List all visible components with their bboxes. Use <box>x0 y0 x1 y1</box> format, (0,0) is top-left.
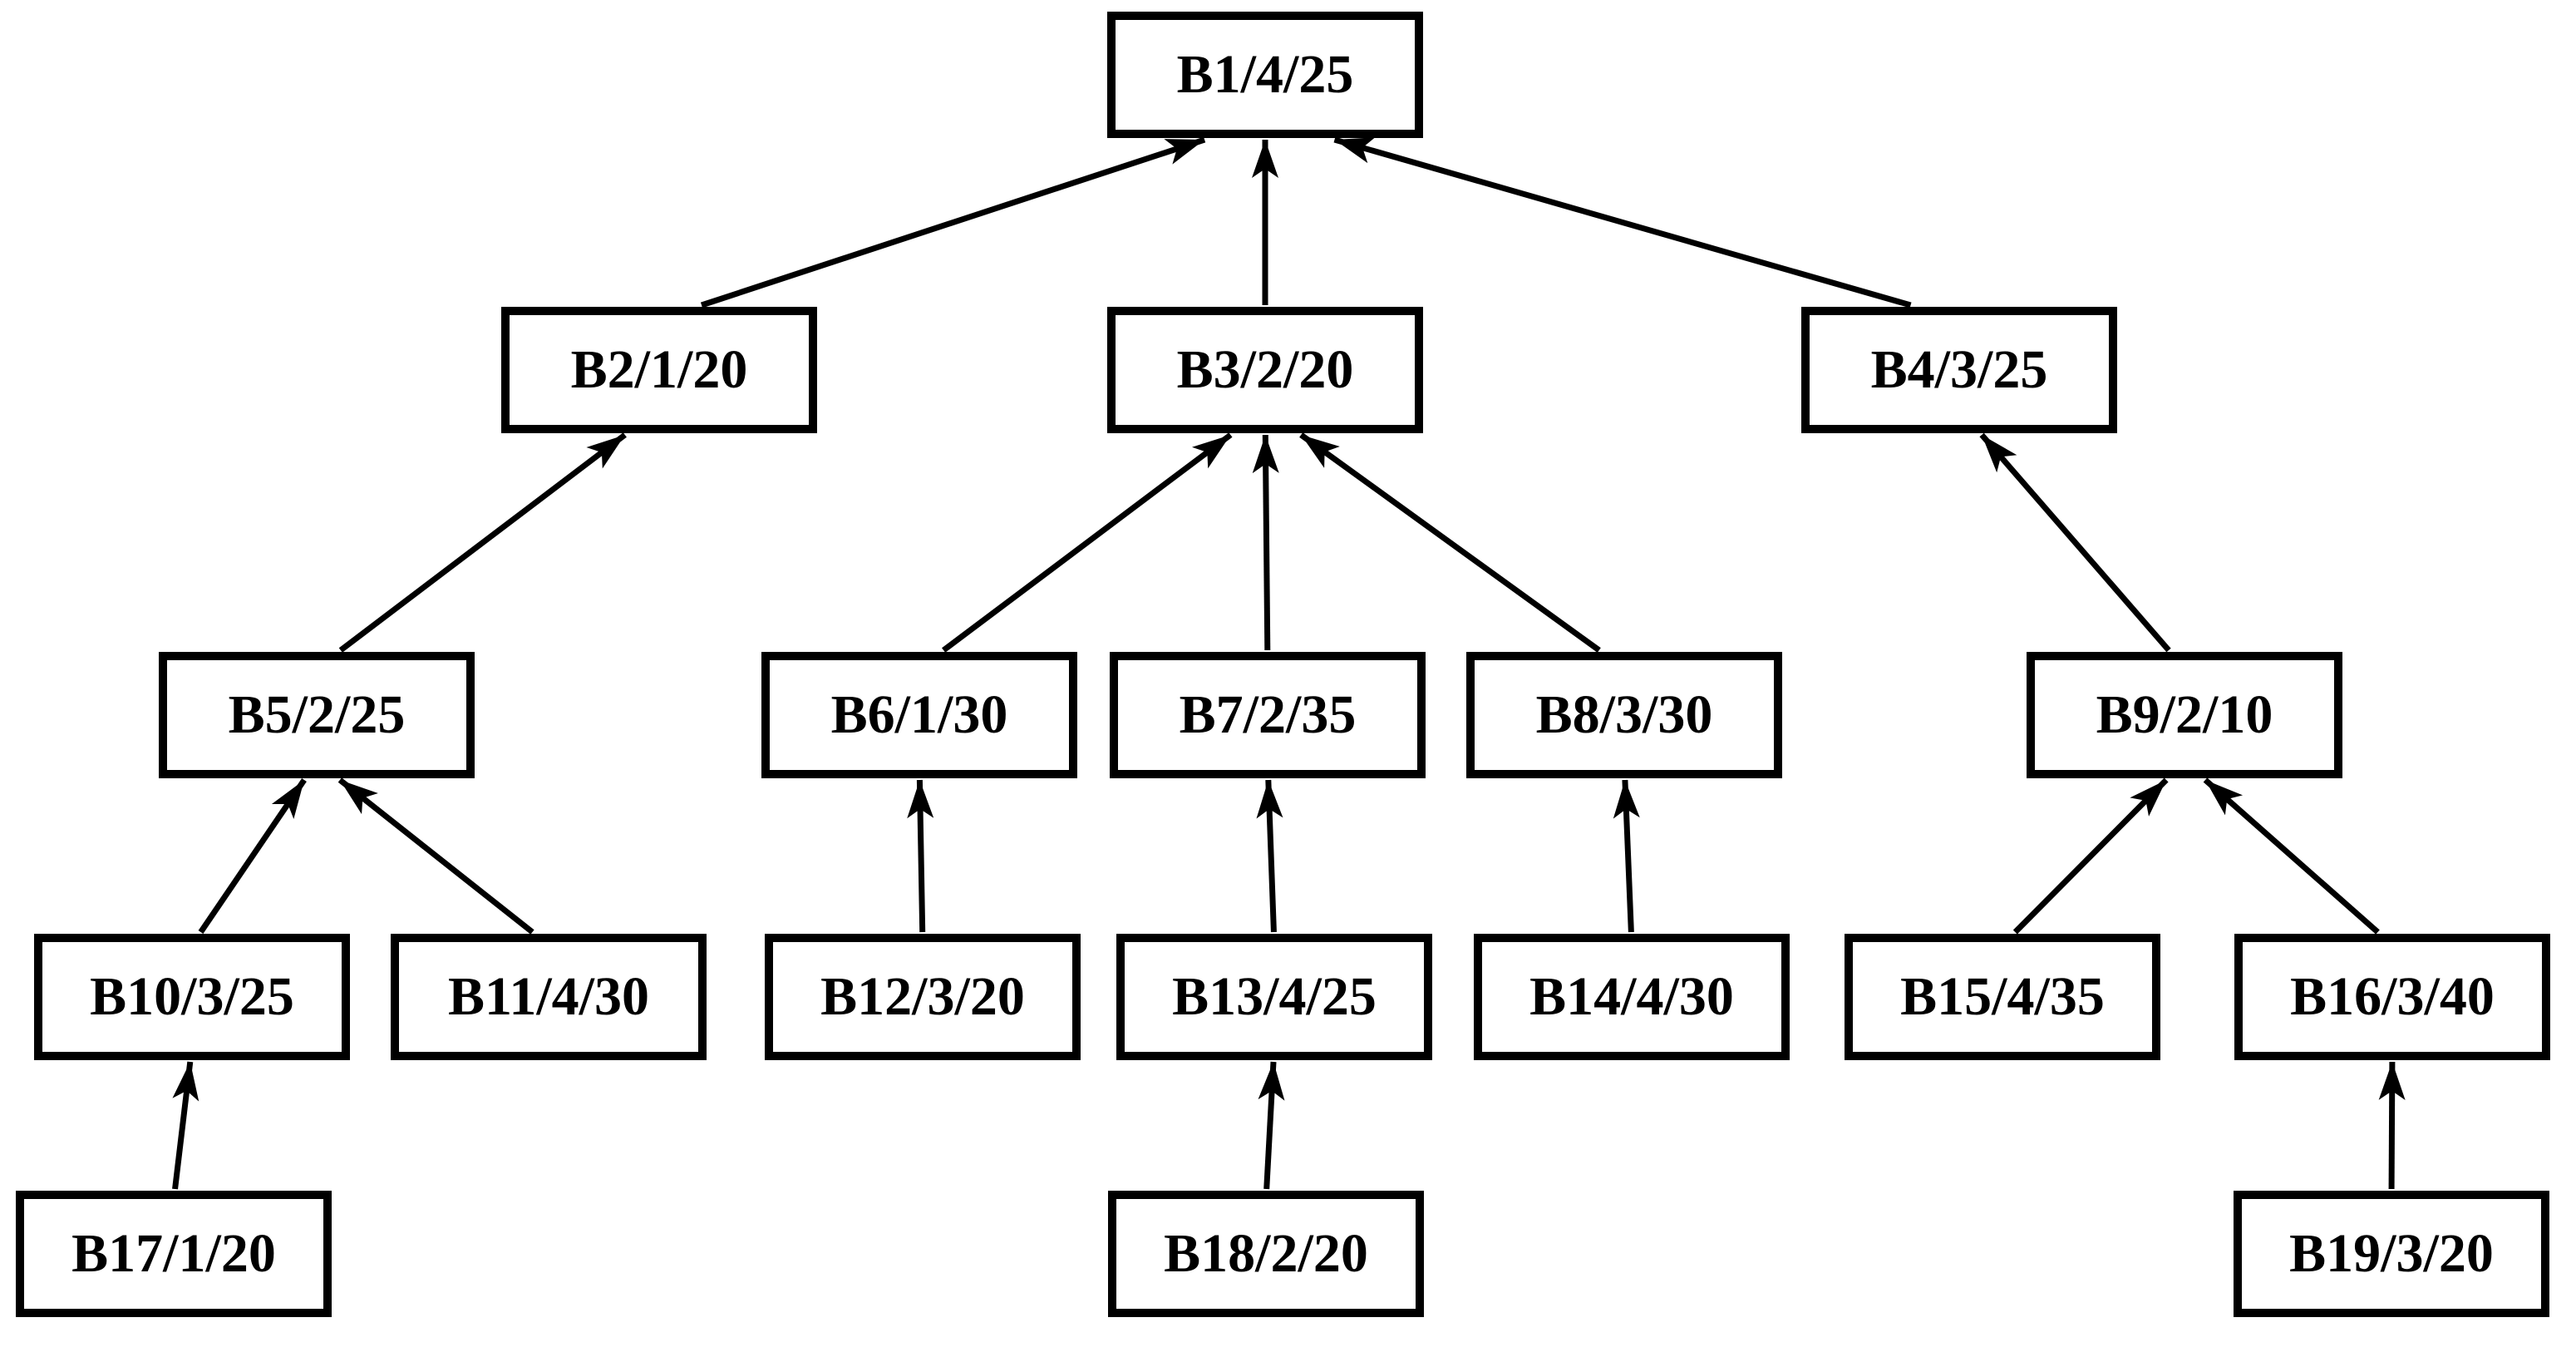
arrow-B19-to-B16 <box>2378 1061 2406 1190</box>
arrow-B7-to-B3 <box>1252 434 1279 651</box>
node-label-B4: B4/3/25 <box>1870 339 2048 400</box>
node-B16: B16/3/40 <box>2234 934 2550 1060</box>
arrow-B2-to-B1 <box>700 136 1206 308</box>
node-B12: B12/3/20 <box>765 934 1081 1060</box>
node-B8: B8/3/30 <box>1466 652 1782 778</box>
node-B7: B7/2/35 <box>1110 652 1426 778</box>
node-label-B3: B3/2/20 <box>1176 339 1354 400</box>
node-B1: B1/4/25 <box>1107 12 1423 138</box>
arrow-B18-to-B13 <box>1258 1061 1285 1190</box>
node-label-B11: B11/4/30 <box>447 966 650 1027</box>
node-B10: B10/3/25 <box>34 934 350 1060</box>
node-B18: B18/2/20 <box>1108 1191 1424 1317</box>
node-B13: B13/4/25 <box>1116 934 1432 1060</box>
node-B6: B6/1/30 <box>761 652 1077 778</box>
node-B14: B14/4/30 <box>1474 934 1790 1060</box>
node-label-B8: B8/3/30 <box>1535 684 1713 745</box>
node-label-B15: B15/4/35 <box>1900 966 2105 1027</box>
node-B4: B4/3/25 <box>1801 307 2117 433</box>
node-B11: B11/4/30 <box>391 934 707 1060</box>
node-label-B16: B16/3/40 <box>2290 966 2495 1027</box>
arrow-B13-to-B7 <box>1256 779 1283 933</box>
node-B9: B9/2/10 <box>2027 652 2342 778</box>
arrow-B11-to-B5 <box>337 777 534 935</box>
node-B15: B15/4/35 <box>1845 934 2160 1060</box>
arrow-B5-to-B2 <box>338 432 627 653</box>
node-label-B9: B9/2/10 <box>2096 684 2273 745</box>
arrow-B17-to-B10 <box>172 1061 199 1190</box>
arrow-B15-to-B9 <box>2012 777 2169 935</box>
node-label-B19: B19/3/20 <box>2289 1223 2494 1284</box>
node-B3: B3/2/20 <box>1107 307 1423 433</box>
arrow-B8-to-B3 <box>1299 432 1601 653</box>
node-label-B18: B18/2/20 <box>1164 1223 1368 1284</box>
node-label-B12: B12/3/20 <box>820 966 1025 1027</box>
node-B19: B19/3/20 <box>2234 1191 2549 1317</box>
node-label-B17: B17/1/20 <box>71 1223 276 1284</box>
node-label-B14: B14/4/30 <box>1529 966 1734 1027</box>
node-label-B6: B6/1/30 <box>830 684 1008 745</box>
arrow-B16-to-B9 <box>2203 777 2380 935</box>
edge-group <box>172 136 2406 1190</box>
node-label-B7: B7/2/35 <box>1179 684 1357 745</box>
arrow-B12-to-B6 <box>907 779 934 933</box>
arrow-B10-to-B5 <box>198 778 307 934</box>
node-label-B5: B5/2/25 <box>228 684 406 745</box>
node-B17: B17/1/20 <box>16 1191 332 1317</box>
node-label-B1: B1/4/25 <box>1176 44 1354 105</box>
arrow-B6-to-B3 <box>942 432 1233 653</box>
node-B2: B2/1/20 <box>501 307 817 433</box>
arrow-B9-to-B4 <box>1979 432 2171 653</box>
node-B5: B5/2/25 <box>159 652 475 778</box>
node-label-B10: B10/3/25 <box>90 966 294 1027</box>
node-label-B13: B13/4/25 <box>1172 966 1377 1027</box>
arrow-B14-to-B8 <box>1613 779 1640 933</box>
arrow-B4-to-B1 <box>1333 136 1912 308</box>
node-label-B2: B2/1/20 <box>570 339 748 400</box>
